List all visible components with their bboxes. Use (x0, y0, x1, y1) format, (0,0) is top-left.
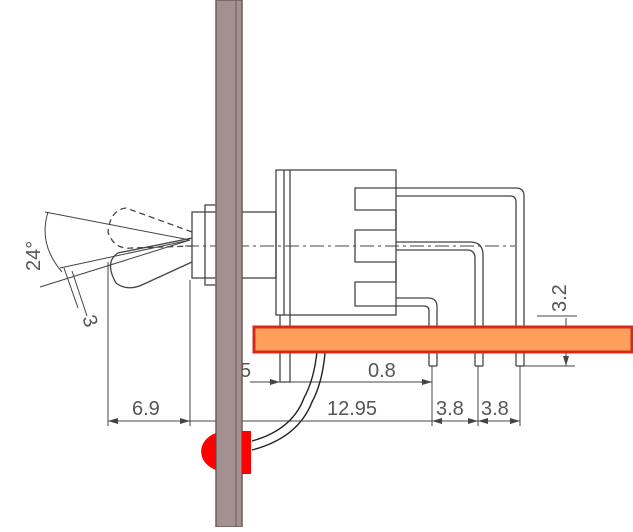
switch-housing (275, 169, 397, 316)
angle-dimension (39, 211, 191, 317)
dim-body-depth: 12.95 (327, 398, 377, 420)
lever-offset-label: 3 (77, 312, 101, 330)
dim-pin-pitch-1: 3.8 (436, 398, 464, 420)
toggle-lever-alt (107, 207, 193, 249)
mounting-panel (215, 0, 243, 528)
pcb-board (252, 325, 633, 354)
dim-pcb-thickness: 3.2 (549, 284, 571, 312)
led-dome (201, 433, 216, 470)
dim-pin-pitch-2: 3.8 (481, 398, 509, 420)
terminal-middle (396, 241, 484, 367)
dim-hole-spacing: 0.8 (368, 360, 396, 382)
dim-lever-length: 6.9 (132, 398, 160, 420)
bushing-nut (204, 204, 218, 286)
led-flange (242, 431, 251, 474)
dim-partial-left: 5 (240, 360, 251, 382)
terminal-inner (396, 297, 438, 367)
toggle-lever (109, 237, 193, 289)
housing-inner-profile (354, 187, 397, 307)
angle-label: 24° (23, 241, 45, 271)
